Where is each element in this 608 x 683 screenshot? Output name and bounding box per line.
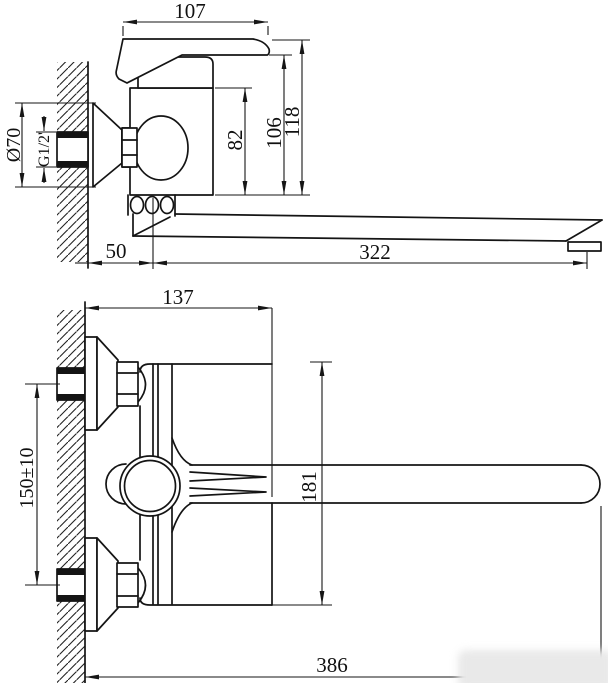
watermark-artifact: [458, 650, 608, 683]
dimension-150: 150±10: [16, 383, 60, 586]
spout-inner-lower: [189, 487, 267, 497]
dimension-50-322: 50 322: [75, 198, 588, 269]
hex-nut-side-front: [121, 127, 138, 168]
dim-386-label: 386: [316, 653, 348, 677]
upper-escutcheon-cone: [96, 336, 119, 431]
dimension-107: 107: [122, 0, 269, 36]
escutcheon-side: [92, 102, 123, 188]
inlet-pipe-side: [56, 131, 89, 168]
body-front: [119, 363, 273, 606]
dim-82-label: 82: [223, 130, 247, 151]
lower-escutcheon-flange: [84, 537, 98, 632]
spout-pivot-rings: [127, 194, 176, 217]
dim-118-label: 118: [280, 107, 304, 138]
upper-hex-nut: [116, 361, 139, 407]
dimension-82: 82: [215, 87, 252, 195]
dim-150-label: 150±10: [16, 448, 38, 509]
spout-front: [171, 437, 601, 533]
dimension-70: Ø70: [3, 102, 96, 188]
spout-side: [132, 213, 603, 252]
dimension-106: 106: [262, 54, 292, 195]
side-view: 107 Ø70 G1/2' 82 106: [3, 0, 603, 269]
dimension-181: 181: [272, 361, 332, 606]
body-top-edge: [139, 363, 273, 373]
dim-137-label: 137: [162, 285, 194, 309]
spout-inner-upper: [189, 471, 267, 482]
cartridge-inner: [123, 459, 177, 513]
dim-181-label: 181: [297, 471, 321, 503]
dimension-thread: G1/2': [36, 116, 56, 183]
diverter-knob: [105, 463, 127, 505]
dim-50-label: 50: [106, 239, 127, 263]
upper-inlet: [56, 336, 147, 431]
ball-joint-side: [133, 115, 189, 181]
dim-70-label: Ø70: [3, 128, 25, 162]
upper-escutcheon-flange: [84, 336, 98, 431]
lower-escutcheon-cone: [96, 537, 119, 632]
lower-inlet: [56, 537, 147, 632]
lever-handle-side: [115, 38, 271, 84]
dim-107-label: 107: [174, 0, 206, 23]
dim-106-label: 106: [262, 117, 286, 149]
lower-boss-arc: [137, 567, 147, 604]
dim-322-label: 322: [359, 240, 391, 264]
dim-thread-label: G1/2': [36, 132, 53, 167]
aerator-side: [567, 241, 602, 252]
spout-rounded-tip: [580, 464, 601, 504]
dimension-118: 118: [215, 39, 310, 196]
lower-hex-nut: [116, 562, 139, 608]
body-bottom-edge: [139, 597, 273, 606]
wall-hatch-front: [57, 310, 85, 683]
front-view: 137 150±10 181 386: [16, 285, 608, 683]
dimension-137: 137: [85, 285, 273, 497]
upper-boss-arc: [137, 366, 147, 403]
